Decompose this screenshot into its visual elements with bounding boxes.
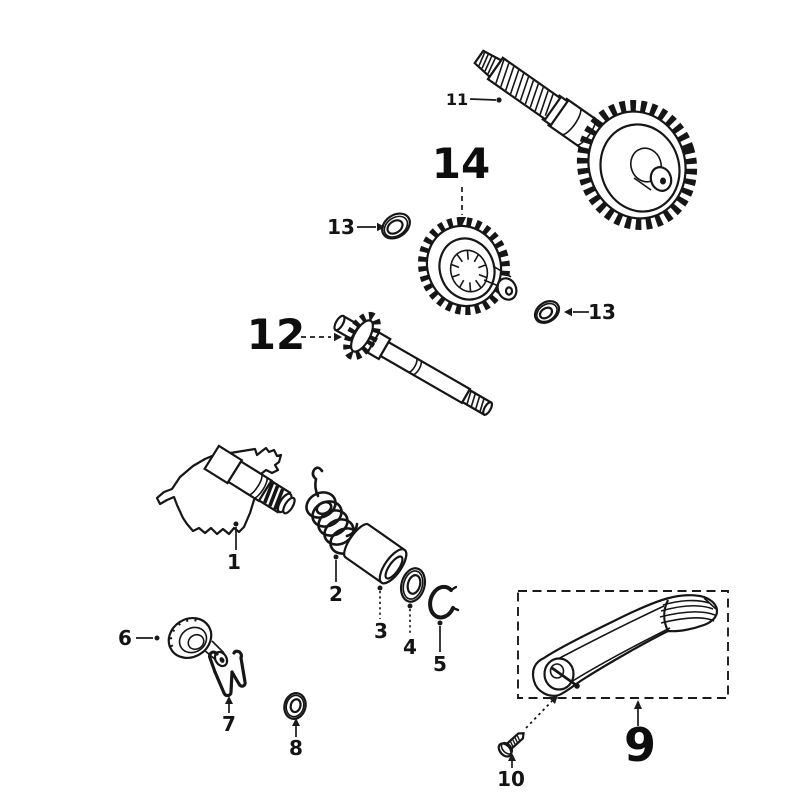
callout-13-right: 13 [588, 300, 616, 324]
hub-bore [660, 177, 666, 185]
callout-11: 11 [446, 90, 468, 109]
callout-1: 1 [227, 550, 241, 574]
callout-numbers: 11 14 13 13 12 1 2 3 4 5 6 7 8 9 10 [118, 90, 656, 791]
gear-teeth-ring [418, 216, 510, 316]
gear-teeth-ring [576, 100, 698, 230]
pinion-teeth-ticks [167, 617, 198, 648]
seal-washer-drawing [283, 692, 307, 720]
spline-bore-hatching [450, 250, 488, 292]
callout-7: 7 [222, 712, 236, 736]
pinion-teeth-ring [343, 311, 381, 361]
group-box-kick-lever [517, 590, 729, 699]
ribbed-end-hatching [263, 482, 285, 510]
circlip-drawing [428, 584, 460, 620]
callout-9: 9 [624, 718, 656, 772]
retaining-clip-drawing [208, 649, 247, 698]
spline-hatching [466, 391, 485, 412]
callout-8: 8 [289, 736, 303, 760]
callout-10: 10 [497, 767, 525, 791]
idler-gear-drawing [418, 216, 518, 316]
pedal-grip-ridges [659, 597, 717, 624]
kickstart-lever-drawing [531, 594, 719, 697]
assembly-axis-dotted-line [525, 700, 553, 729]
thrust-washer-left-drawing [381, 212, 411, 240]
output-gear-drawing [576, 100, 698, 230]
spline-hatching [495, 59, 554, 116]
callout-3: 3 [374, 619, 388, 643]
callout-2: 2 [329, 582, 343, 606]
shaft-tip-hatching [478, 52, 497, 75]
callout-4: 4 [403, 635, 417, 659]
thrust-washer-right-drawing [533, 300, 561, 324]
drive-shaft-drawing [333, 311, 494, 417]
callout-12: 12 [247, 310, 305, 359]
fixing-screw-drawing [497, 695, 558, 758]
callout-13-left: 13 [327, 215, 355, 239]
callout-14: 14 [432, 139, 490, 188]
spacer-bushing-drawing [343, 523, 408, 585]
callout-5: 5 [433, 652, 447, 676]
flat-washer-drawing [399, 567, 427, 603]
callout-leaders [136, 97, 642, 768]
callout-6: 6 [118, 626, 132, 650]
